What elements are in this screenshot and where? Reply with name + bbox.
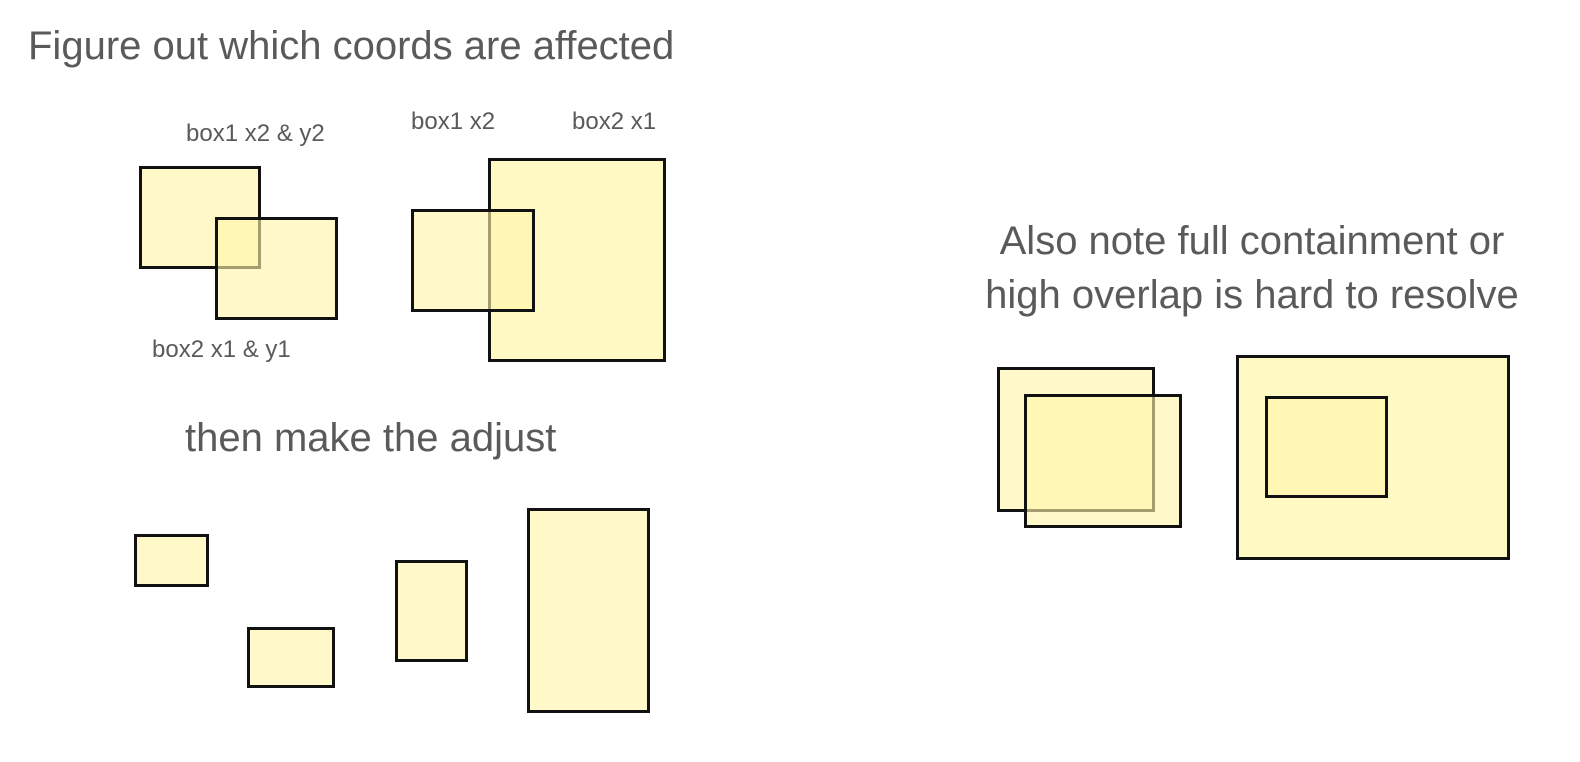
high-overlap-box2 — [1024, 394, 1182, 528]
page-title: Figure out which coords are affected — [28, 24, 675, 68]
group1-box2 — [215, 217, 338, 320]
group2-box1 — [411, 209, 535, 312]
adjusted-box4 — [527, 508, 650, 713]
label-box1-x2-y2: box1 x2 & y2 — [186, 120, 325, 147]
adjusted-box1 — [134, 534, 209, 587]
adjust-heading: then make the adjust — [185, 416, 557, 460]
label-box2-x1-y1: box2 x1 & y1 — [152, 336, 291, 363]
note-line-1: Also note full containment or — [999, 219, 1505, 263]
note-line-2: high overlap is hard to resolve — [985, 273, 1519, 317]
adjusted-box2 — [247, 627, 335, 688]
label-box2-x1: box2 x1 — [572, 108, 657, 135]
containment-inner-box — [1265, 396, 1388, 498]
label-box1-x2: box1 x2 — [411, 108, 496, 135]
adjusted-box3 — [395, 560, 468, 662]
containment-note: Also note full containment or high overl… — [946, 214, 1558, 322]
